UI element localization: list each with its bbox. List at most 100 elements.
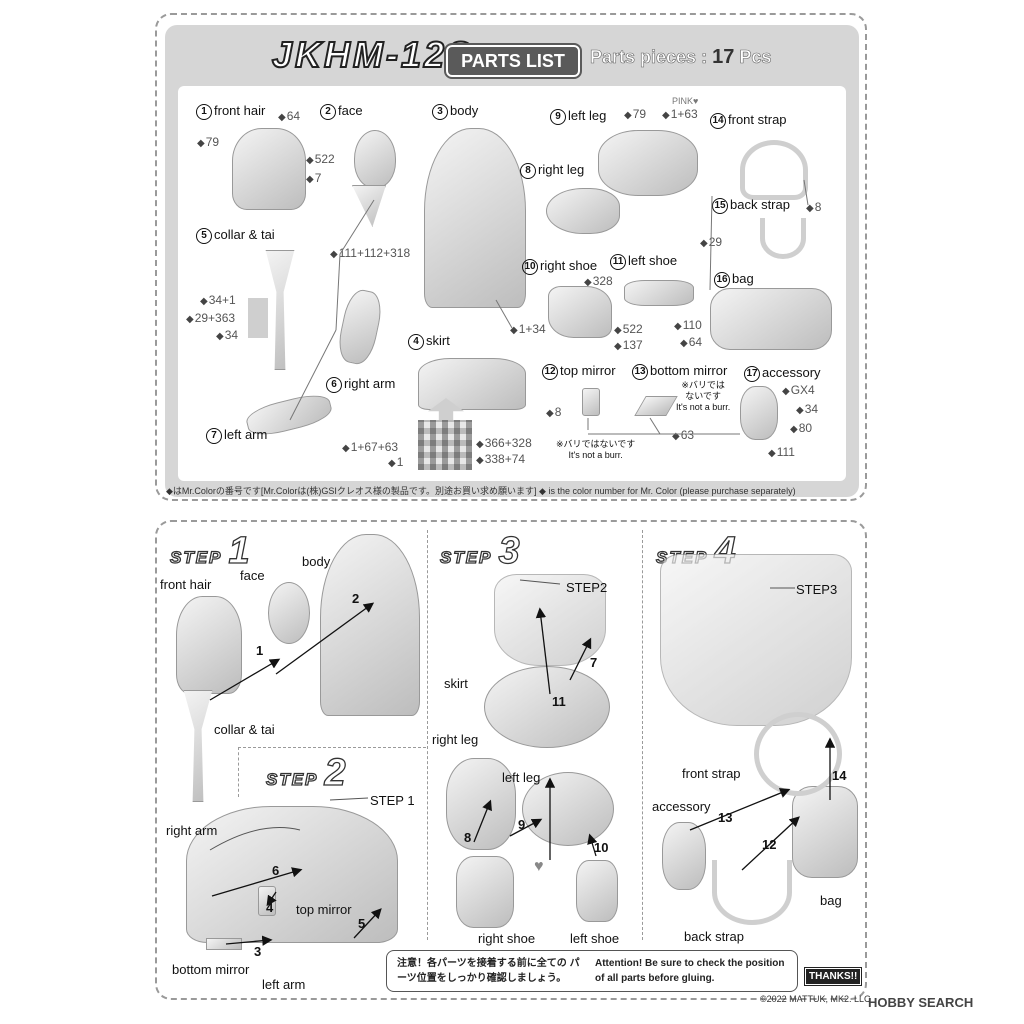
step4-label-ref: STEP3 (796, 582, 838, 597)
parts-list-panel (155, 13, 867, 501)
step4-back-strap (712, 860, 792, 925)
step4-label-front-strap: front strap (682, 766, 741, 781)
parts-pieces-count: Parts pieces : 17 Pcs (590, 46, 772, 68)
step-2-title: STEP 2 (265, 751, 348, 794)
step-arrow-number: 10 (594, 840, 609, 855)
front-strap-illustration (740, 140, 808, 200)
step2-bottom-mirror (206, 938, 242, 950)
color-code: 522 (614, 322, 643, 336)
step3-figure (494, 574, 606, 666)
step-arrow-number: 9 (518, 817, 526, 832)
step4-figure (660, 554, 852, 726)
step4-accessory (662, 822, 706, 890)
bag-illustration (710, 288, 832, 350)
color-code: 110 (674, 318, 702, 332)
step-divider (238, 747, 426, 748)
accessory-illustration (740, 386, 778, 440)
step-arrow-number: 6 (272, 863, 280, 878)
assembly-steps-panel (155, 520, 867, 1000)
color-code: 1+63 (662, 107, 698, 121)
step3-label-right-shoe: right shoe (478, 931, 536, 946)
step-3-title: STEP 3 (439, 529, 522, 572)
color-code: 111+112+318 (330, 246, 410, 260)
step-arrow-number: 8 (464, 830, 472, 845)
step3-label-skirt: skirt (444, 676, 468, 691)
color-swatch (248, 298, 268, 338)
pink-label: PINK♥ (672, 96, 699, 106)
step4-label-bag: bag (820, 893, 842, 908)
color-code: 80 (790, 421, 812, 435)
skirt-illustration (418, 358, 526, 410)
step4-label-back-strap: back strap (684, 929, 744, 944)
left-leg-illustration (598, 130, 698, 196)
step3-right-leg (446, 758, 516, 850)
step-arrow-number: 11 (552, 694, 566, 709)
step1-label-front-hair: front hair (160, 577, 212, 592)
step-arrow-number: 4 (266, 900, 274, 915)
kit-code-title: JKHM-12S (271, 33, 475, 76)
color-code: 8 (806, 200, 822, 214)
step-divider (642, 530, 643, 940)
step-arrow-number: 2 (352, 591, 360, 606)
color-code: 111 (768, 445, 795, 459)
thanks-badge: THANKS!! (803, 967, 863, 986)
step4-front-strap (754, 712, 842, 796)
color-footnote: ◆はMr.Colorの番号です[Mr.Colorは(株)GSIクレオス様の製品で… (166, 486, 796, 496)
color-code: 1 (388, 455, 404, 469)
step-arrow-number: 3 (254, 944, 262, 959)
color-code: GX4 (782, 383, 815, 397)
color-code: 34 (796, 402, 818, 416)
step1-label-face: face (240, 568, 265, 583)
top-mirror-illustration (582, 388, 600, 416)
step-arrow-number: 7 (590, 655, 598, 670)
step3-label-left-shoe: left shoe (570, 931, 620, 946)
step-divider (427, 530, 428, 940)
color-code: 64 (680, 335, 702, 349)
step4-bag (792, 786, 858, 878)
step3-label-right-leg: right leg (432, 732, 479, 747)
right-shoe-illustration (548, 286, 612, 338)
color-code: 79 (197, 135, 219, 149)
attention-box: 注意！各パーツを接着する前に全ての パーツ位置をしっかり確認しましょう。 Att… (386, 950, 798, 992)
color-code: 328 (584, 274, 613, 288)
color-code: 34 (216, 328, 238, 342)
body-illustration (424, 128, 526, 308)
right-leg-illustration (546, 188, 620, 234)
step-divider (238, 747, 239, 797)
attention-text-en: Attention! Be sure to check the position… (595, 958, 785, 984)
step1-label-body: body (302, 554, 331, 569)
watermark: HOBBY SEARCH (868, 995, 974, 1010)
color-code: 1+67+63 (342, 440, 398, 454)
copyright: ©2022 MATTUK, MK2. LLC (760, 994, 871, 1004)
step2-label-left-arm: left arm (262, 977, 306, 992)
step-arrow-number: 5 (358, 916, 366, 931)
attention-text-jp: 注意！各パーツを接着する前に全ての パーツ位置をしっかり確認しましょう。 (397, 958, 580, 984)
skirt-plaid-swatch (418, 420, 472, 470)
color-code: 8 (546, 405, 562, 419)
color-code: 366+328 (476, 436, 532, 450)
step3-skirt (484, 666, 610, 748)
step-arrow-number: 1 (256, 643, 264, 658)
color-code: 29 (700, 235, 722, 249)
color-code: 1+34 (510, 322, 546, 336)
color-code: 63 (672, 428, 694, 442)
color-code: 522 (306, 152, 335, 166)
step3-left-shoe (576, 860, 618, 922)
color-code: 7 (306, 171, 322, 185)
step1-face (268, 582, 310, 644)
